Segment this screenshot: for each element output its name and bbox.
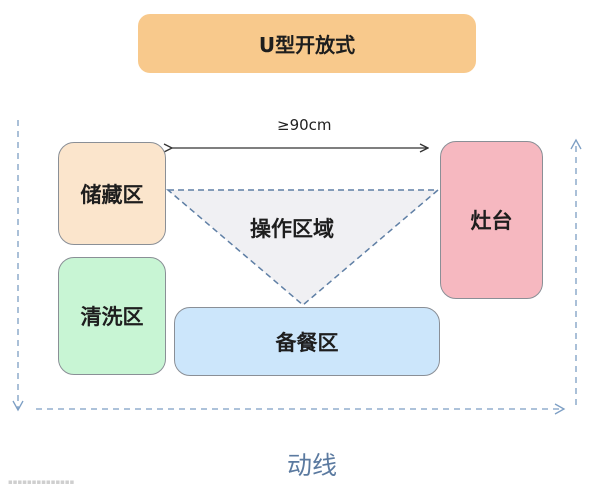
stove-zone: 灶台 xyxy=(440,141,543,299)
watermark: ▪▪▪▪▪▪▪▪▪▪▪▪▪▪ xyxy=(8,478,75,486)
operation-area-label: 操作区域 xyxy=(250,217,334,241)
title-box: U型开放式 xyxy=(138,14,476,73)
prep-zone: 备餐区 xyxy=(174,307,440,376)
distance-label: ≥90cm xyxy=(277,116,332,134)
flow-label: 动线 xyxy=(287,451,338,480)
operation-triangle xyxy=(165,189,441,306)
washing-zone: 清洗区 xyxy=(58,257,166,375)
storage-zone: 储藏区 xyxy=(58,142,166,245)
